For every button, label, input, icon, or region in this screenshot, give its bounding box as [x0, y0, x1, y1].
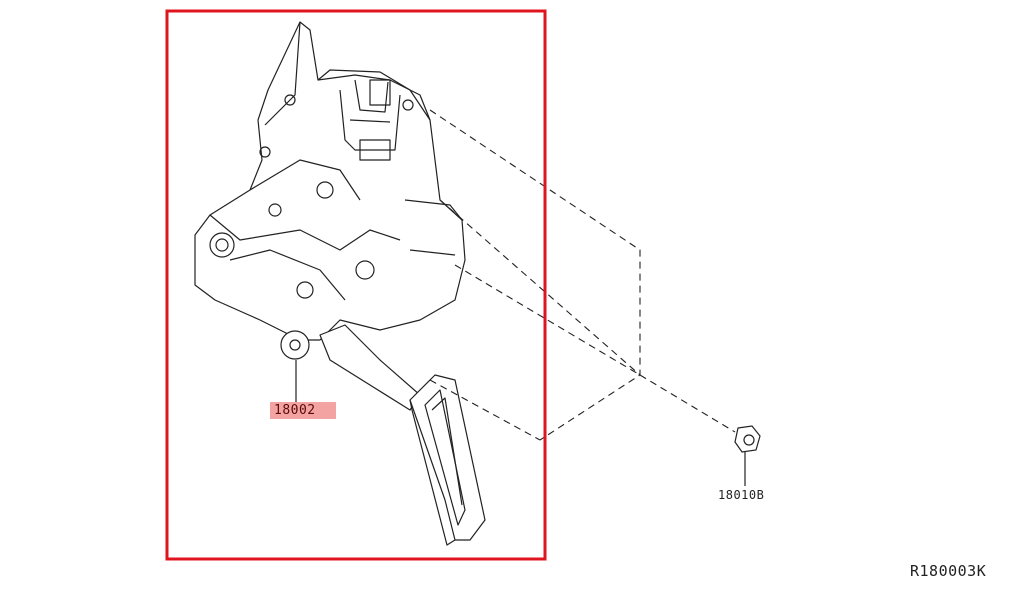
part-label-18010b[interactable]: 18010B [718, 488, 765, 502]
mounting-guide-lines [429, 109, 736, 441]
highlight-frame [165, 9, 547, 561]
part-label-18002[interactable]: 18002 [270, 402, 336, 419]
pedal-pad [409, 374, 486, 541]
pedal-bracket [194, 21, 466, 341]
diagram-reference-code: R180003K [910, 562, 987, 580]
pedal-arm [319, 324, 421, 411]
nut-icon [734, 425, 761, 453]
